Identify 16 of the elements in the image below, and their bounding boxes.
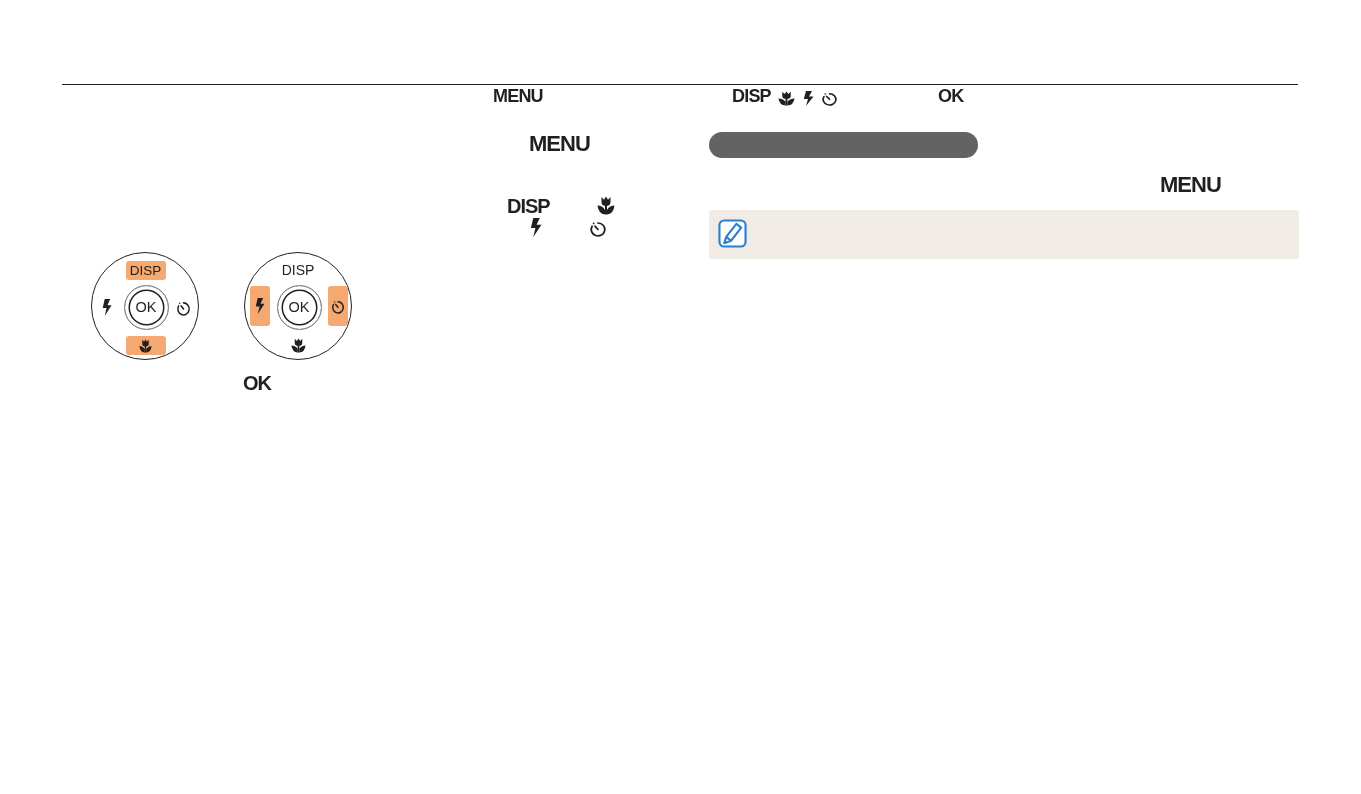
dial-label: DISP	[281, 263, 315, 277]
key-name: MENU	[493, 87, 543, 105]
highlighted-key	[125, 336, 166, 355]
center-button: OK	[123, 284, 169, 330]
center-button: OK	[276, 284, 322, 330]
key-name: OK	[243, 373, 271, 393]
note-panel	[708, 210, 1299, 259]
key-name: OK	[938, 87, 964, 105]
highlighted-key	[327, 286, 348, 326]
highlighted-key	[250, 286, 270, 326]
section-bar	[708, 131, 978, 158]
key-name: MENU	[529, 133, 590, 155]
key-name: MENU	[1160, 174, 1221, 196]
key-name: DISP	[732, 87, 771, 105]
highlighted-key: DISP	[125, 261, 166, 280]
key-name: DISP	[507, 196, 550, 216]
